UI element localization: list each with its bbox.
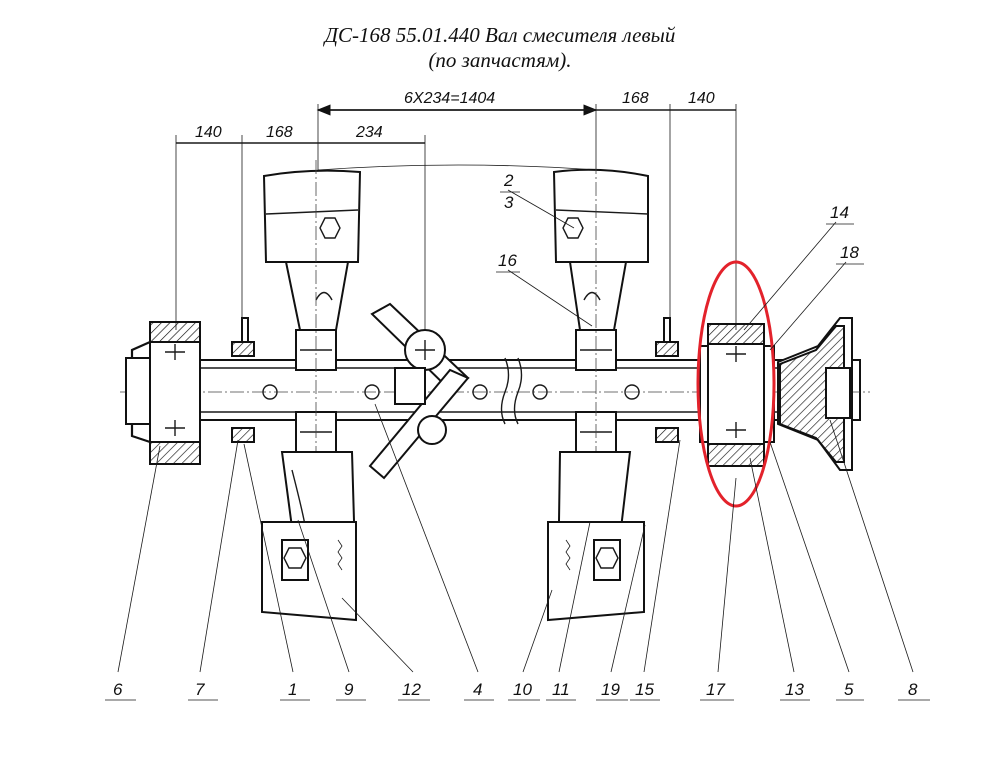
callout-4: 4 xyxy=(473,680,482,699)
callout-11: 11 xyxy=(552,680,570,699)
left-bearing-housing xyxy=(125,321,201,465)
callout-6: 6 xyxy=(113,680,123,699)
callout-17: 17 xyxy=(706,680,725,699)
callout-8: 8 xyxy=(908,680,918,699)
right-seal xyxy=(655,317,679,443)
central-clamp xyxy=(368,302,470,480)
dim-top-140: 140 xyxy=(688,90,715,107)
dim-left-140: 140 xyxy=(195,124,222,141)
drive-flange xyxy=(777,317,853,471)
callout-12: 12 xyxy=(402,680,421,699)
callout-10: 10 xyxy=(513,680,532,699)
right-mixer-arm xyxy=(547,160,649,622)
callout-5: 5 xyxy=(844,680,854,699)
dim-6x234: 6X234=1404 xyxy=(404,90,495,107)
callout-1: 1 xyxy=(288,680,297,699)
leader-lines xyxy=(117,189,914,673)
callout-19: 19 xyxy=(601,680,620,699)
highlight-ellipse xyxy=(696,260,776,508)
callout-2: 2 xyxy=(503,171,514,190)
callout-7: 7 xyxy=(195,680,205,699)
callout-3: 3 xyxy=(504,193,514,212)
callout-15: 15 xyxy=(635,680,654,699)
dim-left-234: 234 xyxy=(355,124,383,141)
left-mixer-arm xyxy=(261,160,362,622)
dim-left-168: 168 xyxy=(266,124,293,141)
callout-13: 13 xyxy=(785,680,804,699)
upper-contour xyxy=(317,164,597,171)
callout-9: 9 xyxy=(344,680,354,699)
drawing-subtitle: (по запчастям). xyxy=(428,48,572,72)
dimension-lines xyxy=(175,104,737,330)
callout-18: 18 xyxy=(840,243,859,262)
dim-top-168: 168 xyxy=(622,90,649,107)
left-seal xyxy=(231,317,255,443)
callout-14: 14 xyxy=(830,203,849,222)
drawing-title: ДС-168 55.01.440 Вал смесителя левый xyxy=(324,23,676,47)
callout-16: 16 xyxy=(498,251,517,270)
right-bearing-housing xyxy=(699,323,775,467)
